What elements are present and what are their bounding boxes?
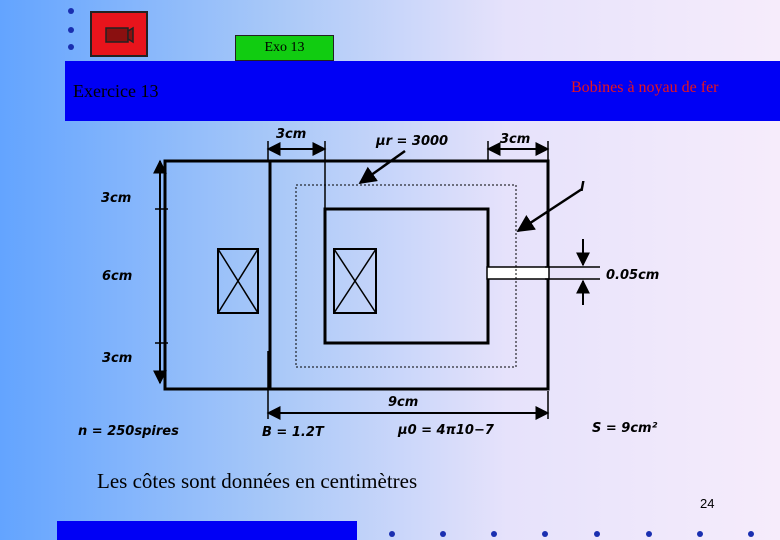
caption: Les côtes sont données en centimètres — [97, 469, 418, 493]
decor-dot — [68, 44, 74, 50]
decor-dot — [389, 531, 395, 537]
current-label: I — [580, 180, 585, 195]
decor-dot — [440, 531, 446, 537]
decor-dot — [748, 531, 754, 537]
mu-r-label: μr = 3000 — [375, 134, 448, 149]
decor-dot — [697, 531, 703, 537]
section-label: S = 9cm² — [592, 421, 658, 436]
coil-right — [333, 248, 377, 314]
page-number: 24 — [700, 496, 715, 511]
page-title: Exercice 13 — [73, 81, 159, 101]
decor-dot — [68, 8, 74, 14]
dim-left-bottom: 3cm — [102, 351, 132, 366]
dim-left-mid: 6cm — [102, 269, 132, 284]
magnetic-circuit-diagram: 3cm 3cm μr = 3000 I 3cm 6cm 3cm 0.05cm 9… — [78, 127, 659, 440]
dim-top-right: 3cm — [500, 132, 530, 147]
dim-bottom: 9cm — [388, 395, 418, 410]
mean-path — [295, 184, 517, 368]
dim-left-top: 3cm — [101, 191, 131, 206]
field-label: B = 1.2T — [262, 425, 325, 440]
core-inner — [323, 207, 490, 345]
turns-label: n = 250spires — [78, 424, 179, 439]
page-subtitle: Bobines à noyau de fer — [571, 79, 719, 96]
coil-left — [217, 248, 259, 314]
dim-top-left: 3cm — [276, 127, 306, 142]
decor-dot — [68, 27, 74, 33]
mu-0-label: μ0 = 4π10−7 — [397, 423, 495, 438]
decor-dot — [542, 531, 548, 537]
title-bar: Exercice 13 Bobines à noyau de fer — [65, 61, 780, 121]
decor-dot — [646, 531, 652, 537]
nav-button[interactable] — [90, 11, 148, 57]
exo-tab[interactable]: Exo 13 — [235, 35, 334, 61]
footer-bar — [57, 521, 357, 540]
air-gap — [486, 266, 550, 280]
gap-label: 0.05cm — [606, 268, 659, 283]
camera-icon — [105, 26, 134, 44]
decor-dot — [594, 531, 600, 537]
decor-dot — [491, 531, 497, 537]
